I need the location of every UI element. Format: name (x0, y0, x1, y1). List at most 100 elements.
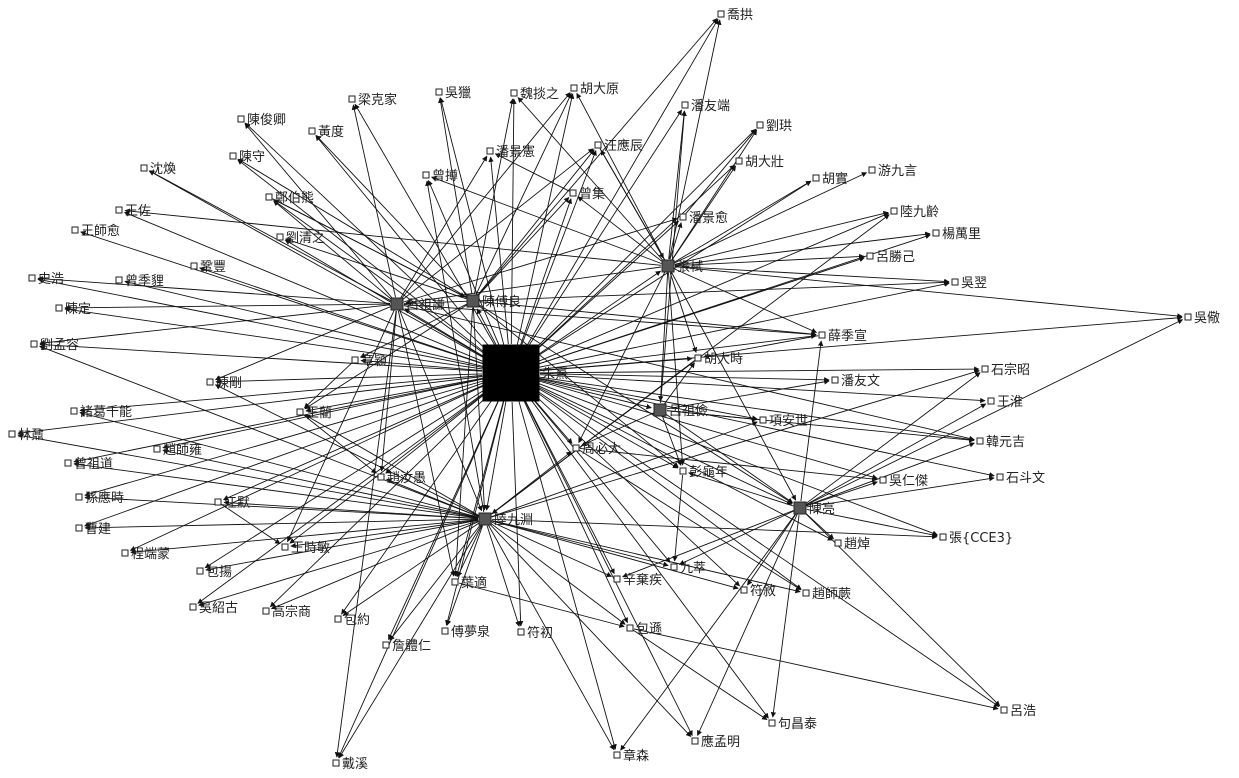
node[interactable]: 葉適 (451, 575, 487, 591)
node[interactable]: 彭龜年 (679, 465, 728, 480)
node-label: 句昌泰 (778, 717, 817, 732)
node[interactable]: 薛季宣 (818, 328, 867, 344)
node[interactable]: 詹體仁 (382, 639, 431, 654)
node[interactable]: 句昌泰 (768, 717, 817, 732)
node[interactable]: 王師愈 (71, 224, 120, 239)
node[interactable]: 呂浩 (1000, 704, 1036, 719)
node[interactable]: 石宗昭 (981, 362, 1030, 378)
node[interactable]: 江默 (214, 495, 250, 511)
node[interactable]: 王淮 (987, 395, 1023, 410)
node[interactable]: 鞏豐 (190, 260, 226, 275)
node[interactable]: 胡實 (812, 171, 848, 187)
node[interactable]: 王佐 (115, 204, 151, 219)
node[interactable]: 吳仁傑 (879, 474, 928, 489)
node[interactable]: 趙焯 (834, 536, 870, 552)
node-marker (626, 624, 634, 632)
node[interactable]: 王時敏 (281, 541, 330, 556)
node[interactable]: 吳紹古 (189, 601, 238, 616)
node[interactable]: 劉珙 (756, 119, 792, 134)
node[interactable]: 項安世 (759, 414, 808, 429)
node[interactable]: 陳亮 (793, 501, 835, 517)
node[interactable]: 應孟明 (691, 734, 740, 750)
node[interactable]: 喬拱 (717, 7, 753, 23)
node[interactable]: 林鼐 (8, 428, 44, 443)
node[interactable]: 陳定 (55, 302, 91, 317)
node[interactable]: 史浩 (28, 272, 64, 287)
node[interactable]: 傅夢泉 (441, 624, 490, 640)
node[interactable]: 戴溪 (332, 757, 368, 772)
node[interactable]: 胡大壯 (735, 155, 784, 170)
edge (427, 180, 501, 347)
node[interactable]: 趙師雍 (153, 442, 202, 458)
node-label: 曾季貍 (125, 274, 164, 289)
node[interactable]: 王藺 (296, 406, 332, 421)
node[interactable]: 包揚 (196, 564, 232, 580)
node[interactable]: 高宗商 (262, 604, 311, 620)
node[interactable]: 陳守 (229, 150, 265, 165)
node[interactable]: 汪應辰 (594, 138, 643, 154)
edge (534, 389, 1000, 707)
node[interactable]: 曾季貍 (115, 274, 164, 289)
node[interactable]: 曾撙 (422, 169, 458, 184)
node[interactable]: 呂祖儉 (653, 403, 708, 419)
edge (215, 373, 483, 385)
node[interactable]: 孫應時 (75, 490, 124, 506)
node[interactable]: 曹建 (75, 522, 111, 537)
node[interactable]: 胡大時 (694, 352, 743, 367)
node[interactable]: 陳傅良 (466, 294, 521, 310)
node[interactable]: 朱熹 (482, 344, 568, 402)
node[interactable]: 章穎 (351, 353, 387, 369)
node[interactable]: 劉孟容 (30, 337, 79, 353)
node-label: 九萃 (680, 561, 706, 576)
node[interactable]: 張栻 (661, 259, 703, 275)
node[interactable]: 陸九齡 (890, 204, 939, 220)
node[interactable]: 辛棄疾 (613, 573, 662, 588)
node-label: 曾祖道 (74, 457, 113, 472)
edge (305, 377, 483, 413)
node[interactable]: 魏掞之 (510, 87, 559, 102)
node[interactable]: 陳俊卿 (237, 113, 286, 128)
edge (491, 360, 696, 514)
node[interactable]: 曾集 (569, 186, 605, 202)
node[interactable]: 胡大原 (570, 82, 619, 97)
node[interactable]: 章森 (613, 748, 649, 764)
node[interactable]: 韓元吉 (976, 435, 1025, 450)
node[interactable]: 呂祖謙 (390, 297, 445, 313)
node[interactable]: 陳剛 (206, 376, 242, 391)
node[interactable]: 呂勝己 (866, 250, 915, 265)
node-marker (613, 575, 621, 583)
edge (477, 149, 595, 296)
node[interactable]: 黃度 (308, 124, 344, 140)
node[interactable]: 陸九淵 (478, 512, 533, 528)
node[interactable]: 諸葛千能 (70, 404, 132, 420)
node[interactable]: 吳翌 (951, 276, 987, 291)
edge (491, 369, 980, 518)
node[interactable]: 九萃 (670, 561, 706, 576)
node[interactable]: 潘友端 (681, 98, 730, 114)
node[interactable]: 沈煥 (140, 162, 176, 177)
edge (304, 414, 480, 516)
node[interactable]: 趙師蕨 (802, 586, 851, 602)
node[interactable]: 楊萬里 (932, 226, 981, 242)
node[interactable]: 包約 (334, 613, 370, 628)
node[interactable]: 鄭伯熊 (265, 190, 314, 206)
node[interactable]: 周必大 (572, 442, 621, 457)
node[interactable]: 程端蒙 (121, 547, 170, 562)
node[interactable]: 吳獵 (435, 86, 471, 101)
node[interactable]: 包遜 (626, 622, 662, 637)
node[interactable]: 張{CCE3} (939, 531, 1013, 546)
node[interactable]: 曾祖道 (64, 457, 113, 472)
edge (385, 390, 489, 474)
node[interactable]: 潘景愈 (679, 211, 728, 226)
node[interactable]: 符初 (517, 625, 553, 641)
node[interactable]: 石斗文 (996, 471, 1045, 486)
node[interactable]: 游九言 (868, 164, 917, 179)
node[interactable]: 劉清之 (276, 231, 325, 246)
node[interactable]: 潘友文 (831, 373, 880, 389)
node[interactable]: 潘景憲 (486, 144, 535, 160)
node[interactable]: 趙汝愚 (377, 470, 426, 486)
node[interactable]: 吳儆 (1184, 310, 1220, 326)
edge (538, 380, 878, 480)
node[interactable]: 符敘 (740, 583, 776, 599)
node[interactable]: 梁克家 (348, 92, 397, 108)
